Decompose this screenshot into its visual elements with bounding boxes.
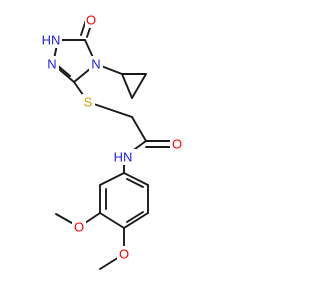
- bond-ar3-ar4: [99, 212, 125, 229]
- bond-s-ch2: [87, 101, 133, 118]
- molecule-structure: HN O N N S O HN O: [38, 12, 184, 270]
- atom-n1h: HN: [38, 32, 62, 48]
- bond-ar-inner-2: [126, 211, 144, 223]
- atom-o-keto: O: [85, 12, 97, 28]
- atom-s: S: [82, 94, 95, 110]
- atom-labels: HN O N N S O HN O: [38, 12, 184, 262]
- atom-o-methoxy-1-label: O: [74, 220, 84, 235]
- atom-o-methoxy-2: O: [117, 246, 131, 262]
- bond-ch2-camide: [131, 116, 147, 142]
- atom-n4: N: [89, 56, 103, 72]
- atom-n2: N: [45, 56, 59, 72]
- bond-ar-inner-3: [126, 178, 144, 188]
- atom-nh-label: HN: [114, 150, 133, 165]
- atom-o-amide: O: [170, 136, 184, 152]
- bond-c3-n2-double-b: [56, 64, 71, 77]
- atom-nh: HN: [110, 149, 136, 165]
- atom-s-label: S: [84, 95, 93, 110]
- atom-o-methoxy-2-label: O: [119, 247, 129, 262]
- bond-ar4-ar5: [123, 212, 149, 229]
- atom-n4-label: N: [91, 57, 100, 72]
- atom-o-keto-label: O: [86, 13, 96, 28]
- bond-ar6-ar1: [123, 172, 149, 186]
- bond-cp1-cp2: [121, 73, 133, 99]
- atom-o-methoxy-1: O: [72, 219, 86, 235]
- bonds: [52, 19, 173, 270]
- bond-cp2-cp3: [131, 73, 147, 99]
- atom-n1h-label: HN: [42, 33, 61, 48]
- atom-o-amide-label: O: [172, 137, 182, 152]
- bond-ar1-ar2: [99, 172, 125, 186]
- atom-n2-label: N: [47, 57, 56, 72]
